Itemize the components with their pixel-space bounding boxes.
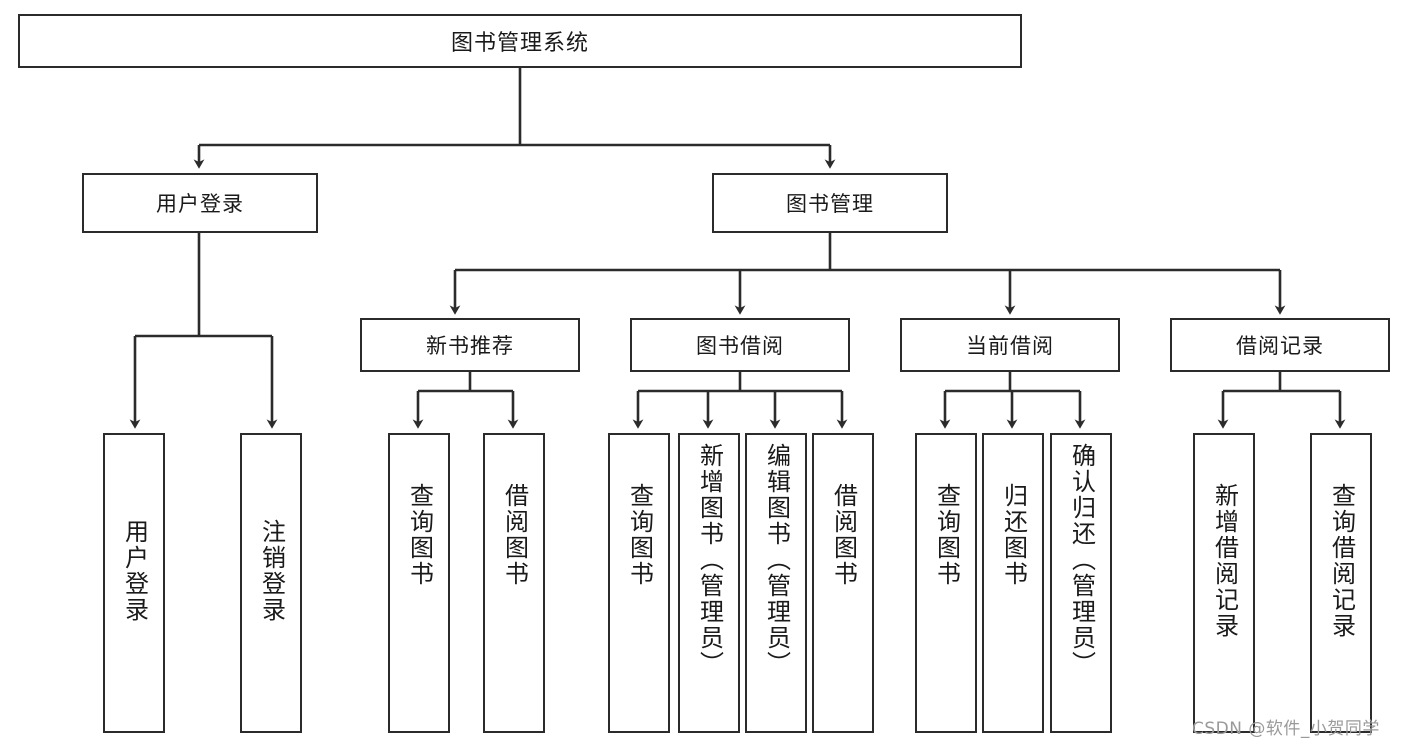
node-label: 图书管理 (786, 192, 874, 216)
node-label: 图书管理系统 (450, 31, 589, 56)
leaf-add-book-admin[interactable]: 新增图书（管理员） (678, 433, 740, 733)
node-label: 查询图书 (625, 483, 654, 587)
node-label: 借阅图书 (500, 483, 529, 587)
node-user-login[interactable]: 用户登录 (82, 173, 318, 233)
node-book-management[interactable]: 图书管理 (712, 173, 948, 233)
node-label: 查询图书 (932, 483, 961, 587)
leaf-borrow-book[interactable]: 借阅图书 (812, 433, 874, 733)
leaf-query-book-new[interactable]: 查询图书 (388, 433, 450, 733)
node-label: 注销登录 (257, 519, 286, 623)
node-label: 图书借阅 (696, 334, 784, 358)
node-borrow-record[interactable]: 借阅记录 (1170, 318, 1390, 372)
node-label: 当前借阅 (966, 334, 1054, 358)
node-label: 归还图书 (999, 483, 1028, 587)
watermark: CSDN @软件_小贺同学 (1192, 719, 1380, 739)
node-label: 用户登录 (156, 192, 244, 216)
leaf-query-borrow-record[interactable]: 查询借阅记录 (1310, 433, 1372, 733)
node-label: 借阅记录 (1236, 334, 1324, 358)
leaf-add-borrow-record[interactable]: 新增借阅记录 (1193, 433, 1255, 733)
node-current-borrow[interactable]: 当前借阅 (900, 318, 1120, 372)
leaf-borrow-book-new[interactable]: 借阅图书 (483, 433, 545, 733)
leaf-edit-book-admin[interactable]: 编辑图书（管理员） (745, 433, 807, 733)
node-label: 新增图书（管理员） (695, 443, 724, 677)
node-label: 查询借阅记录 (1327, 483, 1356, 639)
leaf-confirm-return-admin[interactable]: 确认归还（管理员） (1050, 433, 1112, 733)
leaf-return-book[interactable]: 归还图书 (982, 433, 1044, 733)
node-label: 查询图书 (405, 483, 434, 587)
leaf-query-book-borrow[interactable]: 查询图书 (608, 433, 670, 733)
node-new-book-recommend[interactable]: 新书推荐 (360, 318, 580, 372)
node-book-borrow[interactable]: 图书借阅 (630, 318, 850, 372)
leaf-user-login[interactable]: 用户登录 (103, 433, 165, 733)
leaf-user-logout[interactable]: 注销登录 (240, 433, 302, 733)
node-root[interactable]: 图书管理系统 (18, 14, 1022, 68)
node-label: 编辑图书（管理员） (762, 443, 791, 677)
node-label: 新书推荐 (426, 334, 514, 358)
node-label: 新增借阅记录 (1210, 483, 1239, 639)
node-label: 确认归还（管理员） (1067, 443, 1096, 677)
node-label: 借阅图书 (829, 483, 858, 587)
node-label: 用户登录 (120, 519, 149, 623)
leaf-query-book-current[interactable]: 查询图书 (915, 433, 977, 733)
